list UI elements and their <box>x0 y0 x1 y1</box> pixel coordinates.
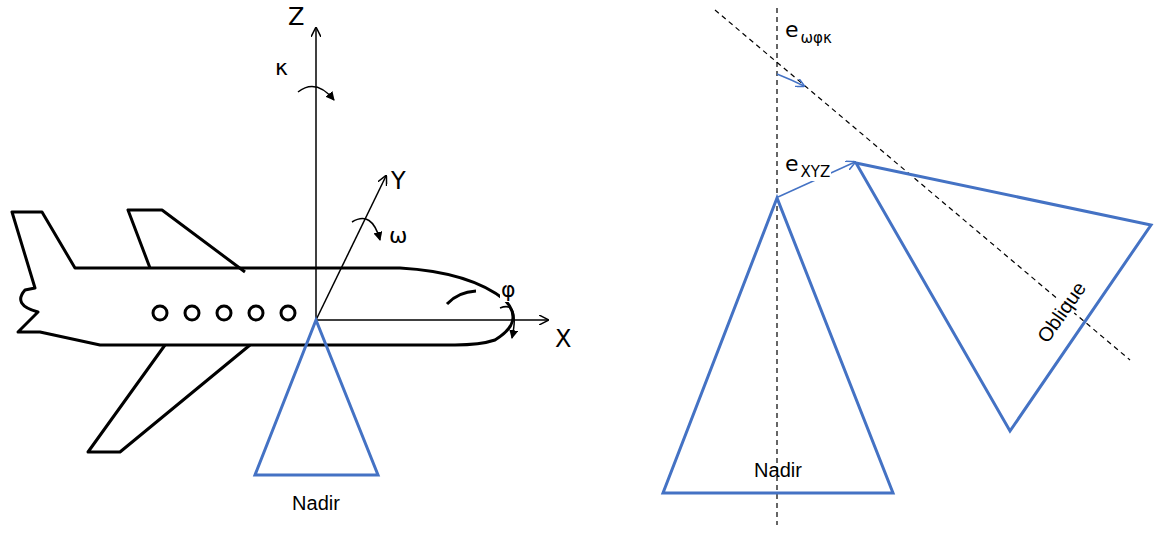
view-label: Nadir <box>290 492 342 514</box>
axis-label: X <box>554 326 572 352</box>
rotation-label: φ <box>500 278 517 302</box>
guide-lines <box>715 8 1130 525</box>
axis-label: Z <box>287 4 305 30</box>
axis-label: Y <box>390 168 407 194</box>
oblique-cone: Oblique <box>855 162 1152 433</box>
rotation-label: ω <box>388 224 408 248</box>
airplane <box>12 210 513 452</box>
nadir-cone: Nadir <box>250 318 382 528</box>
error-symbol: e <box>784 18 800 42</box>
view-label: Oblique <box>1031 276 1091 348</box>
view-label: Nadir <box>752 459 804 481</box>
error-symbol: e <box>784 152 800 176</box>
error-subscript: ωφκ <box>800 30 833 47</box>
nadir-cone: Nadir <box>660 197 896 495</box>
rotation-offset-arc <box>777 74 804 86</box>
cone-outline <box>660 197 896 495</box>
error-subscript: XYZ <box>800 164 832 181</box>
rotation-label: κ <box>274 56 289 80</box>
cone-outline <box>855 162 1152 433</box>
axes <box>298 28 548 338</box>
